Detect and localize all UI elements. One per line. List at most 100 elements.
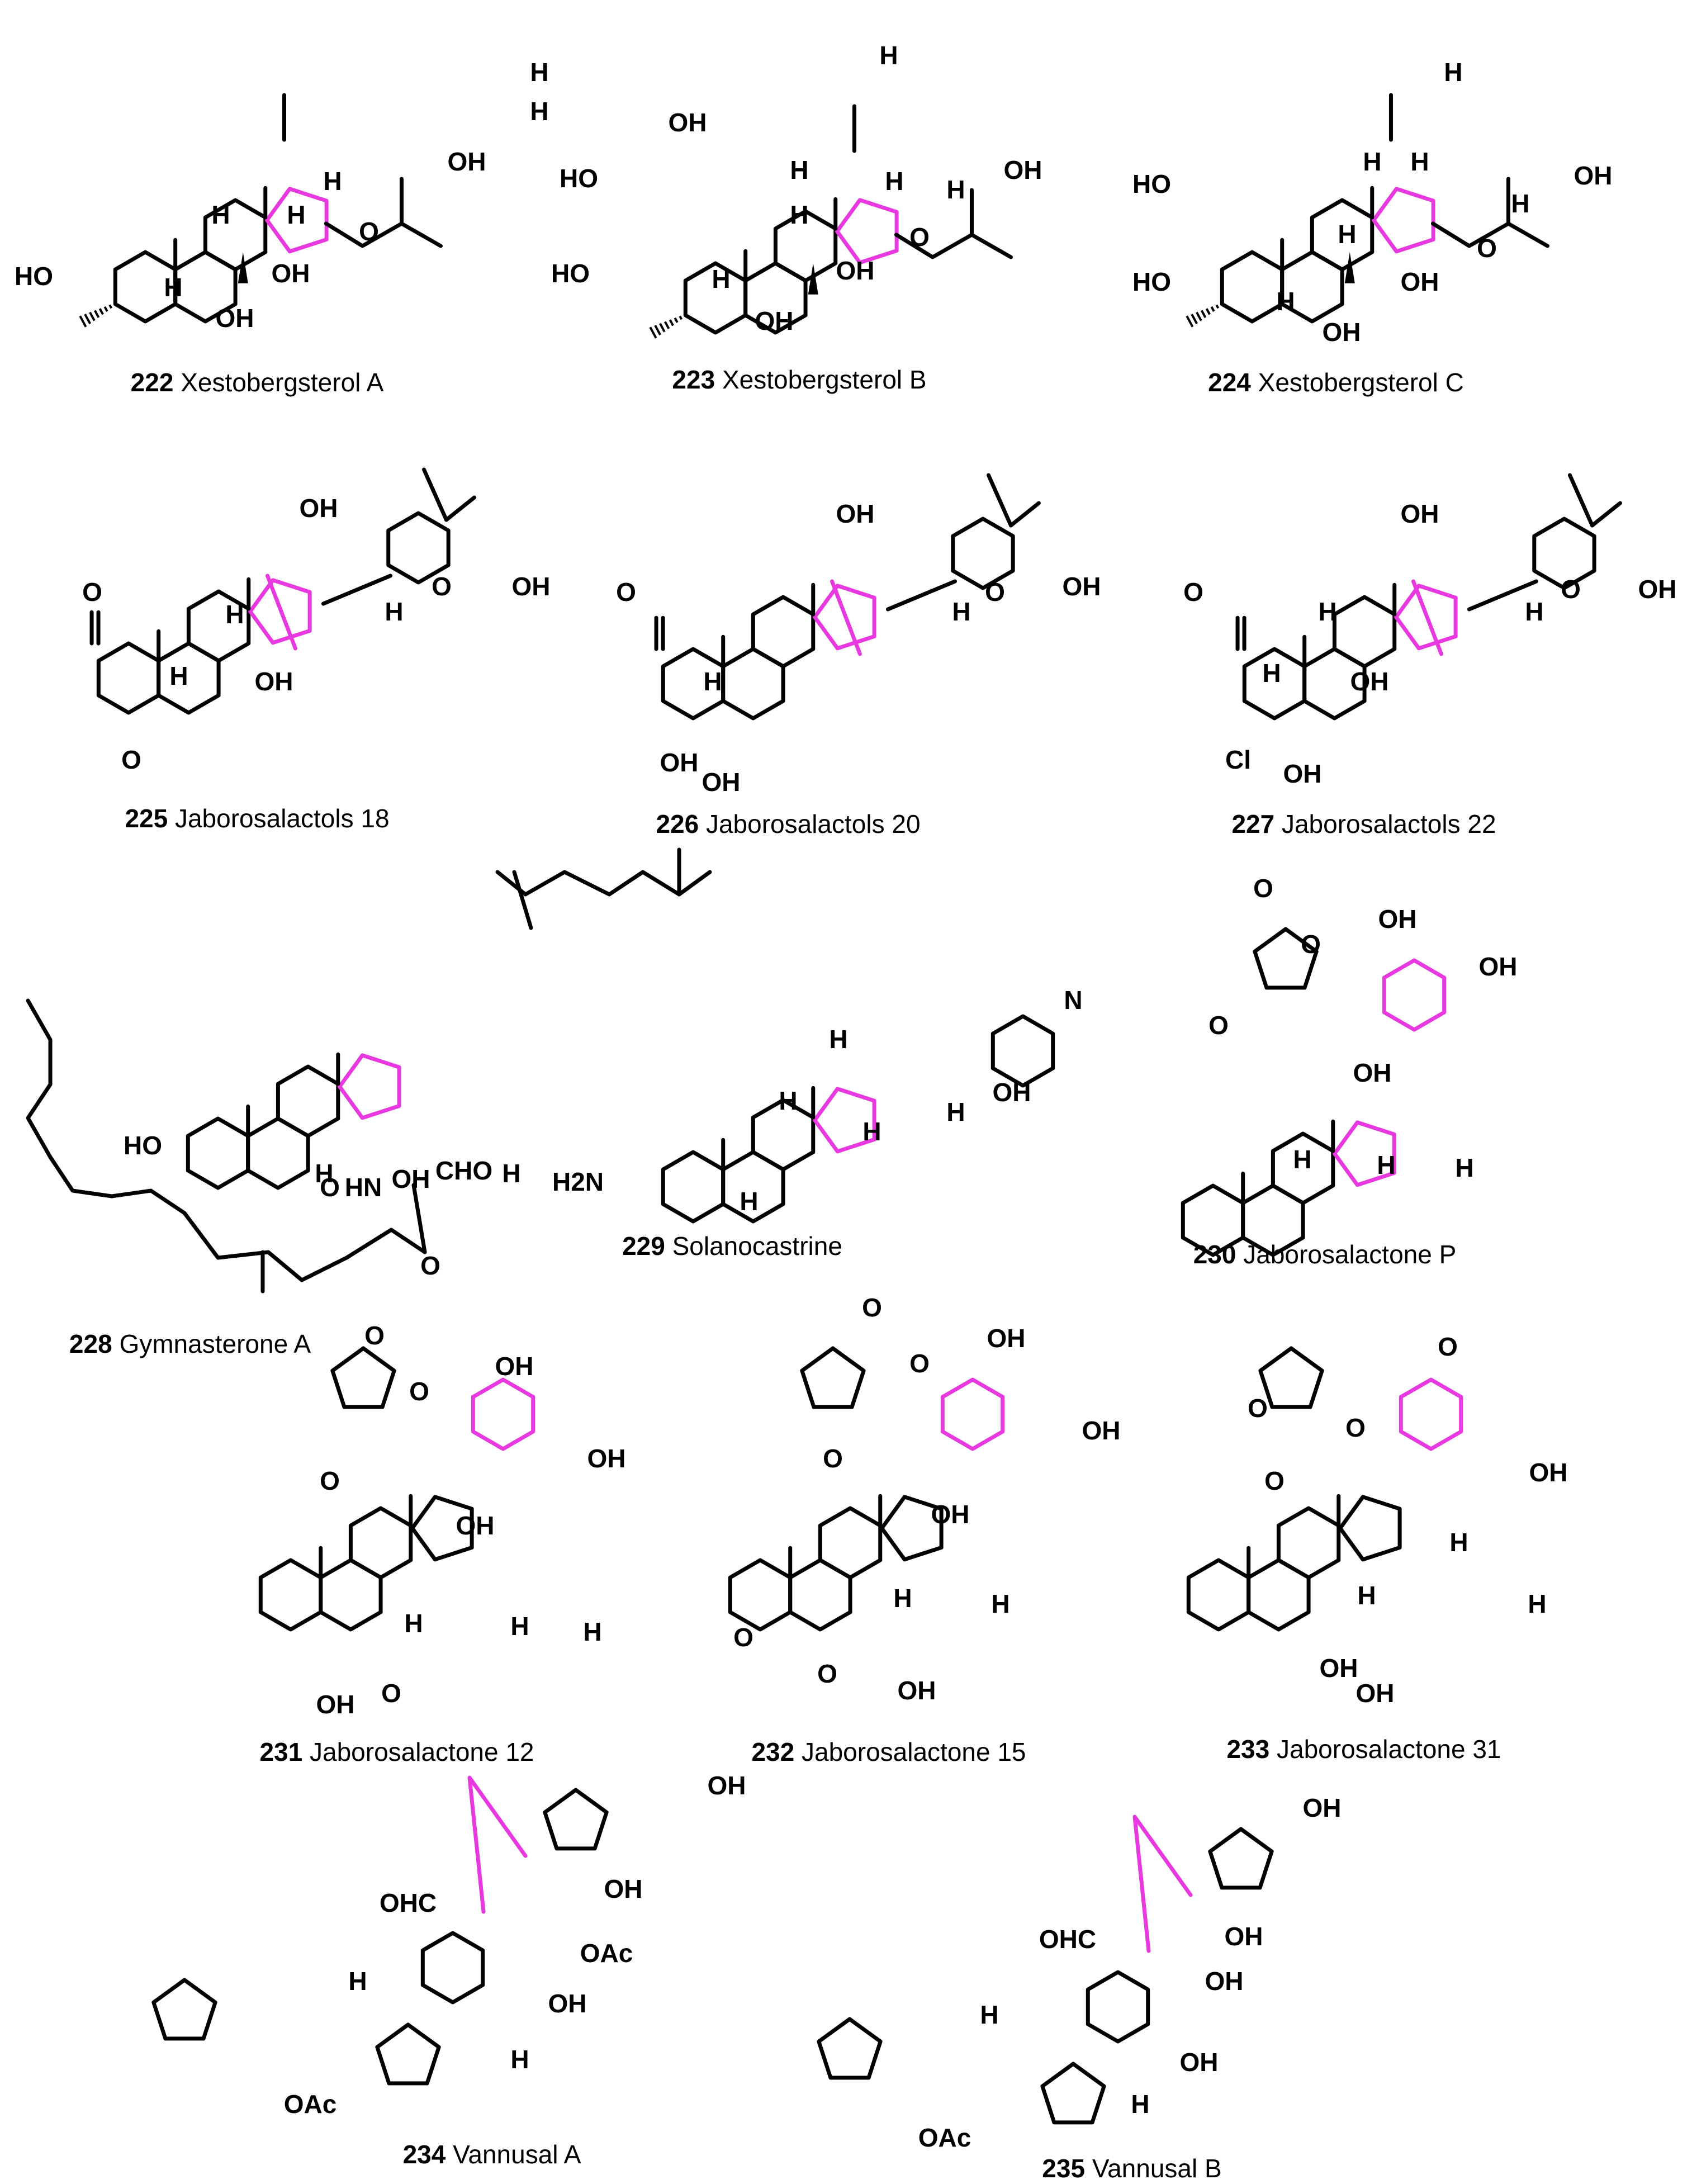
atom-label: HO [1132,169,1171,198]
atom-label: O [121,745,141,774]
atom-label: OH [512,572,551,601]
atom-label: OH [931,1500,970,1529]
atom-label: H [946,1097,965,1126]
atom-label: O [1248,1394,1268,1423]
atom-label: O [1183,577,1203,607]
atom-label: OH [1353,1058,1392,1087]
atom-label: HN [345,1173,382,1202]
compound-caption: 230 Jaborosalactone P [1193,1240,1457,1269]
atom-label: OH [495,1352,534,1381]
atom-label: H [530,97,548,126]
structure-223 [649,104,1013,339]
atom-label: O [616,577,636,607]
atom-label: H [1455,1153,1473,1182]
compound-caption: 228 Gymnasterone A [69,1329,311,1358]
atom-label: OH [1350,667,1389,696]
atom-label: OH [1323,318,1361,347]
compound-number: 224 [1208,368,1251,397]
atom-label: OAc [284,2090,337,2119]
structure-234 [151,1775,609,2086]
structure-228 [26,847,712,1294]
atom-label: H2N [552,1167,604,1196]
compound-number: 231 [259,1737,302,1766]
atom-label: OH [1283,759,1322,788]
atom-label: OH [216,304,254,333]
atom-label: O [909,222,930,252]
atom-label: OH [587,1444,626,1473]
atom-label: OH [316,1690,355,1719]
atom-label: H [169,661,188,690]
atom-label: H [1276,287,1295,316]
atom-label: OH [836,256,875,285]
compound-caption: 222 Xestobergsterol A [131,368,384,397]
atom-label: H [348,1967,367,1996]
compound-number: 229 [622,1231,665,1261]
atom-label: CHO [435,1156,492,1185]
atom-label: OAc [580,1939,633,1968]
atom-label: O [1345,1413,1366,1442]
atom-label: H [225,600,244,629]
compound-number: 226 [656,809,699,838]
structure-222 [79,93,443,328]
atom-label: O [1301,930,1321,959]
atom-label: O [432,572,452,601]
compound-number: 227 [1231,809,1274,838]
atom-label: H [1357,1581,1376,1610]
atom-label: H [530,58,548,87]
atom-label: OH [755,306,794,335]
atom-label: O [1438,1332,1458,1361]
atom-label: O [817,1659,837,1688]
atom-label: H [583,1617,601,1646]
atom-label: H [164,273,182,302]
compound-number: 222 [131,368,174,397]
atom-label: O [1561,575,1581,604]
compound-caption: 231 Jaborosalactone 12 [259,1737,534,1766]
atom-label: OH [660,748,699,777]
atom-label: H [1363,147,1381,176]
compound-name: Jaborosalactols 22 [1282,809,1496,838]
compound-caption: 233 Jaborosalactone 31 [1226,1735,1501,1764]
atom-label: OH [1082,1416,1121,1445]
atom-label: O [409,1377,429,1406]
compound-caption: 235 Vannusal B [1042,2154,1221,2183]
compound-name: Vannusal B [1092,2154,1222,2183]
compound-caption: 232 Jaborosalactone 15 [751,1737,1026,1766]
atom-label: H [980,2000,998,2029]
atom-label: O [733,1623,753,1652]
compound-number: 228 [69,1329,112,1358]
atom-label: H [1410,147,1429,176]
compound-name: Jaborosalactone P [1243,1240,1456,1269]
atom-label: H [404,1609,423,1638]
atom-label: OH [702,768,741,797]
atom-label: H [510,2045,529,2074]
structure-225 [89,467,476,715]
structure-235 [817,1815,1274,2125]
atom-label: OH [987,1324,1026,1353]
atom-label: HO [124,1131,162,1160]
compound-number: 235 [1042,2154,1085,2183]
atom-label: O [359,217,379,246]
atom-label: OAc [918,2123,971,2152]
atom-label: O [420,1251,440,1280]
atom-label: OH [1004,155,1042,184]
atom-label: H [385,597,403,626]
structure-229 [661,1014,1055,1224]
structure-233 [1186,1346,1463,1632]
atom-label: Cl [1225,745,1251,774]
atom-label: H [323,167,342,196]
atom-label: O [985,577,1005,607]
structure-226 [654,473,1041,721]
structure-232 [728,1346,1005,1632]
atom-label: H [885,167,903,196]
compound-caption: 225 Jaborosalactols 18 [125,804,389,833]
compound-name: Xestobergsterol C [1258,368,1464,397]
atom-label: O [320,1466,340,1495]
compound-number: 233 [1226,1735,1269,1764]
atom-label: OH [1378,904,1417,934]
atom-label: H [1528,1589,1546,1618]
compound-caption: 226 Jaborosalactols 20 [656,809,920,838]
atom-label: HO [15,262,53,291]
atom-label: H [1293,1145,1311,1174]
atom-label: OHC [1039,1925,1096,1954]
atom-label: O [364,1321,385,1350]
